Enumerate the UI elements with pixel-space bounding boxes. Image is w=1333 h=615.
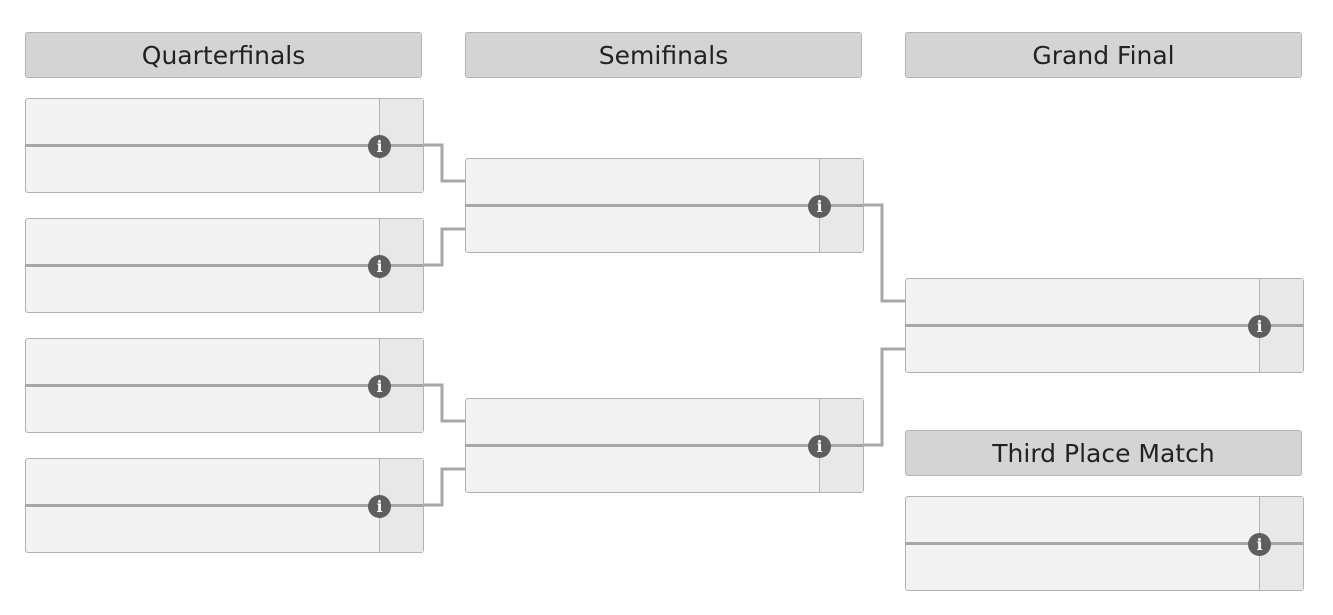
- slot-divider: [26, 504, 423, 507]
- match-slot-bottom[interactable]: [26, 147, 380, 193]
- match-slot-top[interactable]: [466, 159, 820, 205]
- round-title: Grand Final: [1032, 40, 1175, 70]
- match-slot-bottom[interactable]: [26, 267, 380, 313]
- connector-sf1-final: [863, 203, 905, 303]
- slot-divider: [26, 144, 423, 147]
- info-icon[interactable]: i: [368, 495, 391, 518]
- match-slot-bottom[interactable]: [466, 207, 820, 253]
- match-quarterfinal-3[interactable]: i: [25, 338, 424, 433]
- connector-qf2-sf1: [423, 227, 465, 267]
- match-slot-top[interactable]: [26, 459, 380, 505]
- info-icon[interactable]: i: [808, 195, 831, 218]
- match-grand-final[interactable]: i: [905, 278, 1304, 373]
- match-slot-bottom[interactable]: [26, 507, 380, 553]
- round-title: Semifinals: [598, 40, 729, 70]
- info-icon[interactable]: i: [368, 255, 391, 278]
- info-icon[interactable]: i: [1248, 533, 1271, 556]
- match-slot-top[interactable]: [466, 399, 820, 445]
- match-semifinal-1[interactable]: i: [465, 158, 864, 253]
- match-quarterfinal-2[interactable]: i: [25, 218, 424, 313]
- match-slot-bottom[interactable]: [906, 327, 1260, 373]
- slot-divider: [466, 444, 863, 447]
- match-quarterfinal-4[interactable]: i: [25, 458, 424, 553]
- round-header-quarterfinals: Quarterfinals: [25, 32, 422, 78]
- slot-divider: [466, 204, 863, 207]
- info-icon[interactable]: i: [1248, 315, 1271, 338]
- match-slot-top[interactable]: [906, 279, 1260, 325]
- round-title: Quarterfinals: [141, 40, 306, 70]
- match-slot-bottom[interactable]: [26, 387, 380, 433]
- info-icon[interactable]: i: [368, 375, 391, 398]
- match-slot-top[interactable]: [906, 497, 1260, 543]
- info-icon[interactable]: i: [368, 135, 391, 158]
- round-header-semifinals: Semifinals: [465, 32, 862, 78]
- match-quarterfinal-1[interactable]: i: [25, 98, 424, 193]
- info-icon[interactable]: i: [808, 435, 831, 458]
- round-title: Third Place Match: [992, 438, 1215, 468]
- round-header-third-place: Third Place Match: [905, 430, 1302, 476]
- slot-divider: [906, 542, 1303, 545]
- connector-qf3-sf2: [423, 383, 465, 423]
- slot-divider: [26, 264, 423, 267]
- match-slot-bottom[interactable]: [906, 545, 1260, 591]
- connector-qf4-sf2: [423, 467, 465, 507]
- connector-sf2-final: [863, 347, 905, 447]
- round-header-grand-final: Grand Final: [905, 32, 1302, 78]
- slot-divider: [26, 384, 423, 387]
- slot-divider: [906, 324, 1303, 327]
- match-third-place[interactable]: i: [905, 496, 1304, 591]
- match-slot-top[interactable]: [26, 339, 380, 385]
- match-semifinal-2[interactable]: i: [465, 398, 864, 493]
- match-slot-top[interactable]: [26, 219, 380, 265]
- match-slot-top[interactable]: [26, 99, 380, 145]
- match-slot-bottom[interactable]: [466, 447, 820, 493]
- connector-qf1-sf1: [423, 143, 465, 183]
